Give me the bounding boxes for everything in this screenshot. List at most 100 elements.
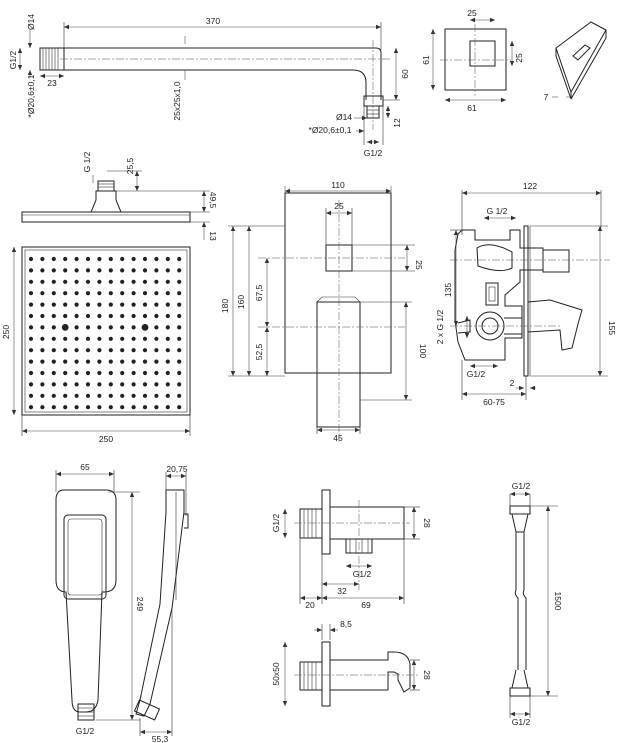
nozzle-dot (51, 325, 56, 330)
valve-g12-bottom-label: G1/2 (467, 369, 486, 379)
nozzle-dot (63, 336, 68, 341)
nozzle-dot (154, 325, 159, 330)
nozzle-dot (154, 382, 159, 387)
nozzle-dot (177, 279, 182, 284)
arm-length-label: 370 (206, 16, 220, 26)
nozzle-dot (120, 348, 125, 353)
nozzle-dot (177, 405, 182, 410)
nozzle-dot (154, 348, 159, 353)
nozzle-dot (40, 405, 45, 410)
nozzle-dot (28, 291, 34, 296)
arm-drop-label: 60 (400, 69, 410, 79)
nozzle-dot (154, 302, 159, 307)
hand-249-label: 249 (135, 597, 145, 611)
overhead-shower-drawing: G 1/2 25,5 49,5 13 250 250 (1, 151, 218, 444)
arm-flange-bottom-label: *Ø20,6±0,1 (309, 125, 352, 135)
nozzle-dot (28, 279, 34, 284)
nozzle-dot (40, 325, 45, 330)
rose-side-label: 25 (514, 53, 524, 63)
nozzle-dot (40, 268, 45, 273)
head-49-5-label: 49,5 (208, 192, 218, 209)
nozzle-dot (63, 313, 68, 319)
nozzle-dot (63, 370, 68, 376)
nozzle-dot (74, 268, 79, 273)
nozzle-dot (51, 268, 56, 273)
shower-arm-drawing: 370 G1/2 Ø14 *Ø20,6±0,1 23 25x25x1,0 60 … (8, 14, 410, 158)
nozzle-dot (165, 256, 170, 262)
nozzle-dot (85, 382, 91, 387)
nozzle-dot (28, 302, 34, 307)
nozzle-dot (51, 302, 56, 307)
head-250-side-label: 250 (1, 325, 11, 339)
nozzle-dot (120, 279, 125, 284)
arm-flange-label: *Ø20,6±0,1 (26, 74, 36, 117)
nozzle-dot (74, 359, 79, 364)
nozzle-dot (120, 393, 125, 398)
head-25-5-label: 25,5 (125, 157, 135, 174)
nozzle-dot (177, 336, 182, 341)
nozzle-dot (177, 268, 182, 273)
nozzle-dot (51, 370, 56, 376)
plate-52-5-label: 52,5 (254, 343, 264, 360)
nozzle-dot (85, 405, 91, 410)
nozzle-dot (85, 302, 91, 307)
nozzle-dot (165, 325, 170, 330)
plate-67-5-label: 67,5 (254, 284, 264, 301)
hose-drawing: G1/2 1500 G1/2 (509, 481, 563, 727)
arm-thread-bottom-label: G1/2 (364, 148, 383, 158)
nozzle-dot (154, 313, 159, 319)
plate-25-side-label: 25 (414, 260, 424, 270)
valve-60-75-label: 60-75 (483, 397, 505, 407)
nozzle-dot (28, 256, 34, 262)
nozzle-dot (28, 336, 34, 341)
nozzle-dot (97, 405, 102, 410)
nozzle-dot (165, 370, 170, 376)
valve-135-label: 135 (443, 283, 453, 297)
nozzle-dot (63, 359, 68, 364)
nozzle-dot (97, 348, 102, 353)
nozzle-dot (120, 382, 125, 387)
nozzle-dot (142, 359, 148, 364)
nozzle-dot (40, 256, 45, 262)
plate-45-label: 45 (333, 433, 343, 443)
nozzle-dot (51, 348, 56, 353)
nozzle-dot (141, 324, 149, 331)
nozzle-dot (131, 256, 136, 262)
nozzle-dot (177, 359, 182, 364)
hand-65-label: 65 (80, 462, 90, 472)
nozzle-dot (28, 370, 34, 376)
nozzle-dot (120, 325, 125, 330)
nozzle-dot (177, 393, 182, 398)
nozzle-dot (40, 348, 45, 353)
nozzle-dot (142, 336, 148, 341)
nozzle-dot (28, 313, 34, 319)
nozzle-dot (40, 302, 45, 307)
nozzle-dot (142, 302, 148, 307)
nozzle-dot (51, 336, 56, 341)
nozzle-dot (108, 279, 113, 284)
head-13-label: 13 (208, 231, 218, 241)
nozzle-dot (51, 359, 56, 364)
nozzle-dot (63, 393, 68, 398)
nozzle-dot (165, 313, 170, 319)
nozzle-dot (97, 256, 102, 262)
nozzle-dot (154, 291, 159, 296)
nozzle-dot (131, 348, 136, 353)
nozzle-dot (108, 313, 113, 319)
nozzle-dot (120, 370, 125, 376)
nozzle-dot (51, 405, 56, 410)
valve-g12-label: G 1/2 (487, 206, 508, 216)
arm-thread-top-label: G1/2 (8, 51, 18, 70)
mixer-plate-drawing: 110 25 25 180 160 67,5 52,5 100 45 (220, 180, 428, 443)
nozzle-dot (74, 382, 79, 387)
arm-section-label: 25x25x1,0 (172, 81, 182, 120)
holder-50x50-label: 50x50 (271, 662, 281, 685)
nozzle-dot (40, 370, 45, 376)
nozzle-dot (108, 348, 113, 353)
nozzle-dot (120, 359, 125, 364)
nozzle-dot (131, 325, 136, 330)
nozzle-dot (63, 268, 68, 273)
nozzle-dot (74, 325, 79, 330)
nozzle-dot (63, 348, 68, 353)
nozzle-dot (142, 405, 148, 410)
